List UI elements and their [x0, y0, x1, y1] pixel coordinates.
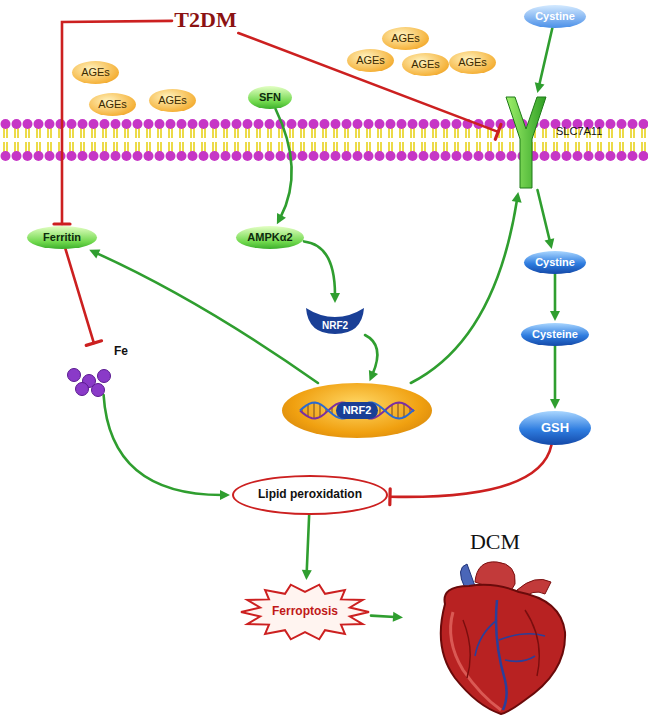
node-label: NRF2	[322, 320, 348, 331]
node-label: Lipid peroxidation	[258, 488, 362, 501]
node-label: Ferroptosis	[272, 605, 338, 618]
activation-arrow	[104, 395, 230, 500]
activation-arrow	[411, 192, 522, 383]
activation-arrow	[537, 190, 554, 249]
node-label: AGEs	[411, 58, 440, 70]
node-label: GSH	[541, 421, 569, 435]
node-nuc: NRF2	[282, 383, 432, 438]
node-ages: AGEs	[449, 51, 496, 74]
activation-arrow	[550, 346, 560, 409]
node-ages: AGEs	[347, 49, 394, 72]
node-label: AMPKα2	[247, 231, 292, 243]
inhibition-connector	[238, 33, 501, 139]
activation-arrow	[304, 241, 340, 303]
node-blue: Cystine	[524, 251, 586, 274]
node-label: Cystine	[535, 256, 575, 268]
node-ages: AGEs	[72, 61, 119, 84]
node-label: AGEs	[98, 98, 127, 110]
node-ages: AGEs	[89, 93, 136, 116]
node-label: AGEs	[158, 94, 187, 106]
node-label: T2DM	[174, 8, 236, 32]
activation-arrow	[535, 28, 553, 93]
slc7a11-receptor	[500, 95, 552, 190]
inhibition-connector	[65, 249, 101, 345]
activation-arrow	[371, 612, 403, 622]
node-ages: AGEs	[382, 27, 429, 50]
node-green: AMPKα2	[236, 226, 304, 249]
node-label: SFN	[259, 91, 281, 103]
node-lipid: Lipid peroxidation	[232, 475, 388, 515]
node-label: Cystine	[535, 10, 575, 22]
node-green: Ferritin	[27, 226, 97, 249]
node-bluel: Cystine	[524, 5, 586, 28]
activation-arrow	[550, 274, 560, 321]
node-gsh: GSH	[519, 411, 591, 445]
node-label: DCM	[470, 530, 520, 554]
activation-arrow	[302, 515, 312, 580]
node-label: NRF2	[336, 402, 379, 418]
activation-arrow	[276, 109, 292, 224]
node-label: AGEs	[458, 56, 487, 68]
activation-arrow	[89, 249, 318, 383]
iron-ions	[62, 345, 142, 395]
node-label: Fe	[114, 345, 128, 358]
heart-illustration	[405, 530, 585, 715]
node-label: AGEs	[356, 54, 385, 66]
node-heart: DCM	[405, 530, 585, 715]
inhibition-connector	[54, 21, 172, 224]
node-label: AGEs	[391, 32, 420, 44]
node-cres: NRF2	[304, 305, 366, 335]
inhibition-connector	[390, 445, 552, 505]
node-plain: T2DM	[172, 8, 239, 33]
node-ages: AGEs	[402, 53, 449, 76]
node-star: Ferroptosis	[239, 582, 371, 642]
receptor-label: SLC7A11	[556, 125, 602, 137]
node-fe: Fe	[62, 345, 142, 395]
activation-arrow	[365, 335, 378, 381]
node-blue: Cysteine	[521, 323, 589, 346]
node-green: SFN	[248, 86, 292, 109]
node-label: Cysteine	[532, 328, 578, 340]
node-Y: SLC7A11	[500, 95, 552, 190]
node-label: Ferritin	[43, 231, 81, 243]
node-label: AGEs	[81, 66, 110, 78]
node-ages: AGEs	[149, 89, 196, 112]
